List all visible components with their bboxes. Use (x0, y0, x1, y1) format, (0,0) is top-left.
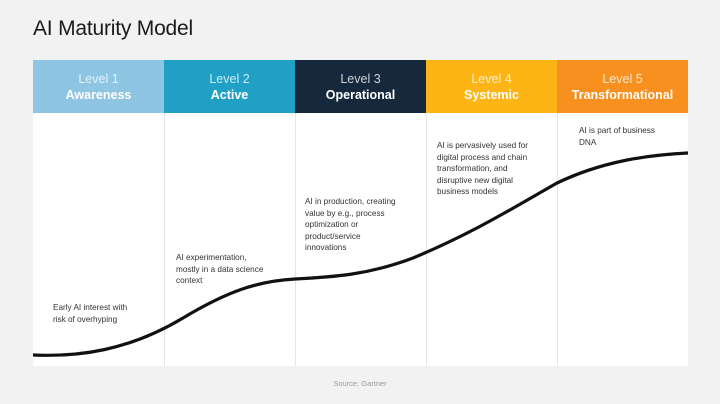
level-1-description: Early AI interest with risk of overhypin… (53, 303, 128, 324)
level-1-header: Level 1 Awareness (33, 60, 164, 113)
level-4-header: Level 4 Systemic (426, 60, 557, 113)
level-3-number: Level 3 (340, 71, 381, 86)
level-3-header: Level 3 Operational (295, 60, 426, 113)
maturity-curve (33, 151, 688, 357)
page-title: AI Maturity Model (33, 17, 193, 40)
level-4-description: AI is pervasively used for digital proce… (437, 141, 529, 196)
level-header-row: Level 1 Awareness Level 2 Active Level 3… (33, 60, 688, 113)
level-1-number: Level 1 (78, 71, 119, 86)
level-columns: Early AI interest with risk of overhypin… (33, 113, 688, 366)
level-2-header: Level 2 Active (164, 60, 295, 113)
level-5-description: AI is part of business DNA (579, 126, 655, 147)
level-3-name: Operational (325, 87, 396, 102)
level-5-number: Level 5 (602, 71, 643, 86)
level-5-name: Transformational (571, 87, 674, 102)
level-1-name: Awareness (65, 87, 132, 102)
source-caption: Source: Gartner (333, 379, 387, 388)
level-4-number: Level 4 (471, 71, 512, 86)
level-2-name: Active (210, 87, 249, 102)
level-2-description: AI experimentation, mostly in a data sci… (176, 253, 264, 285)
column-divider (164, 113, 165, 366)
column-divider (426, 113, 427, 366)
level-4-name: Systemic (464, 87, 519, 102)
column-divider (557, 113, 558, 366)
level-5-header: Level 5 Transformational (557, 60, 688, 113)
column-divider (295, 113, 296, 366)
maturity-diagram: Level 1 Awareness Level 2 Active Level 3… (33, 60, 688, 366)
level-3-description: AI in production, creating value by e.g.… (305, 197, 396, 252)
level-2-number: Level 2 (209, 71, 250, 86)
maturity-curve-line (33, 151, 688, 357)
